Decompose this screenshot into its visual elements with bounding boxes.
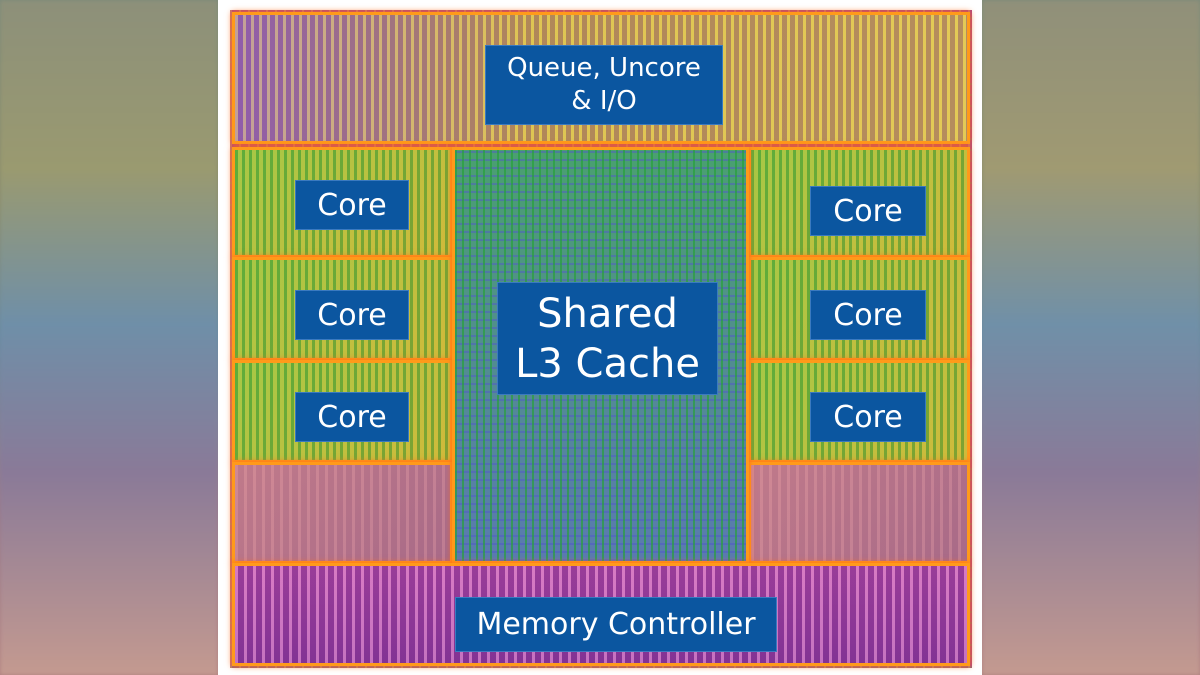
core-label-left-1: Core: [295, 180, 409, 230]
cache-label-line2: L3 Cache: [515, 340, 700, 387]
blurred-background-right: [982, 0, 1200, 675]
uncore-label-line1: Queue, Uncore: [507, 53, 701, 83]
blurred-background-left: [0, 0, 218, 675]
core-region-right-1: [748, 147, 970, 258]
l3-cache-label: Shared L3 Cache: [497, 282, 718, 395]
core-region-left-2: [232, 257, 453, 361]
cache-label-line1: Shared: [537, 290, 678, 337]
uncore-label-line2: & I/O: [571, 86, 637, 116]
core-label-right-3: Core: [810, 392, 926, 442]
core-label-left-3: Core: [295, 392, 409, 442]
core-label-left-2: Core: [295, 290, 409, 340]
core-label-right-2: Core: [810, 290, 926, 340]
empty-region-right: [748, 462, 970, 564]
core-label-right-1: Core: [810, 186, 926, 236]
memory-controller-label: Memory Controller: [455, 597, 777, 652]
uncore-label: Queue, Uncore & I/O: [485, 45, 723, 125]
empty-region-left: [232, 462, 453, 564]
